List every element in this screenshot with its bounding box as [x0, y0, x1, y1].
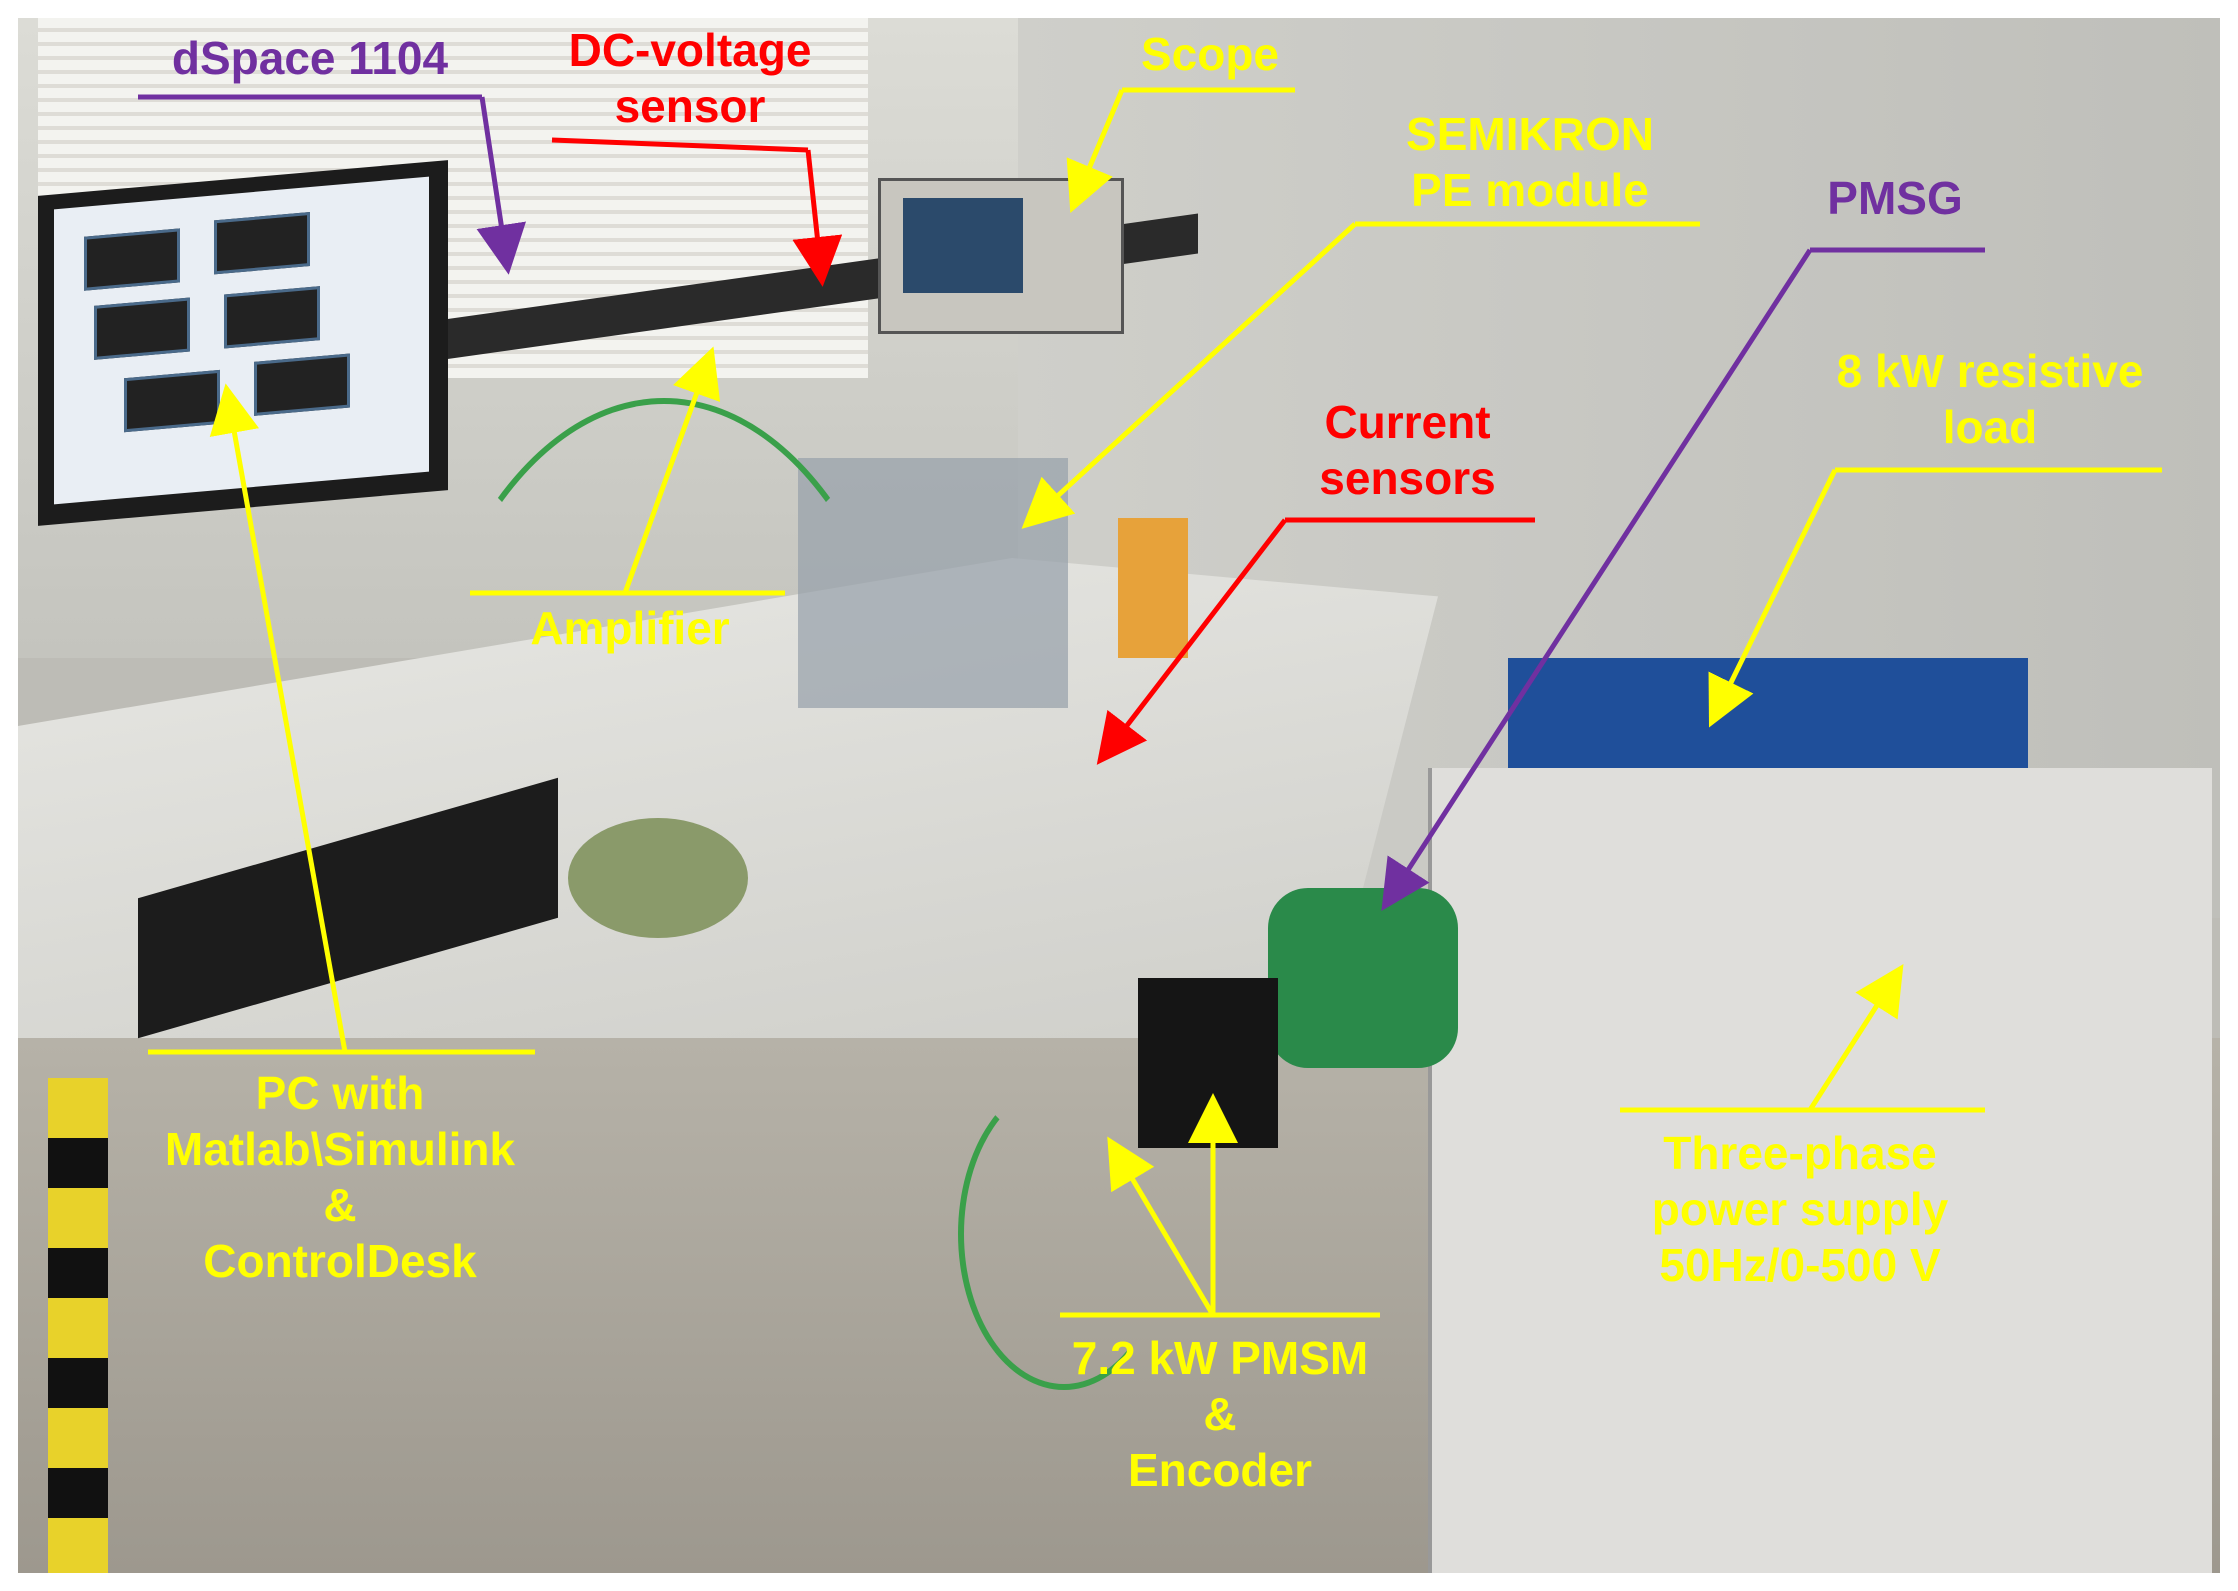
arrow-amplifier: [470, 346, 785, 596]
arrow-pmsm: [1060, 1093, 1380, 1318]
cable: [958, 1078, 1170, 1390]
arrow-pc: [148, 383, 535, 1055]
arrow-dspace: [138, 94, 527, 275]
multimeter: [1118, 518, 1188, 658]
pmsg-motor: [1268, 888, 1458, 1068]
arrow-dc-voltage: [551, 137, 843, 287]
label-scope: Scope: [1140, 28, 1280, 80]
label-dc-voltage-sensor: DC-voltage sensor: [568, 24, 812, 132]
arrow-scope: [1066, 87, 1295, 214]
arrow-resistive-load: [1708, 467, 2162, 728]
label-power-supply: Three-phase power supply 50Hz/0-500 V: [1651, 1127, 1949, 1291]
arrow-semikron: [1021, 221, 1700, 529]
label-current-sensors: Current sensors: [1319, 396, 1496, 504]
arrow-current-sensors: [1096, 517, 1535, 765]
oscilloscope-screen: [903, 198, 1023, 293]
power-supply-cabinet: [1428, 768, 2212, 1573]
label-pc: PC with Matlab\Simulink & ControlDesk: [164, 1067, 516, 1287]
label-pmsm: 7.2 kW PMSM & Encoder: [1071, 1332, 1369, 1496]
label-amplifier: Amplifier: [530, 602, 730, 654]
cable: [398, 398, 930, 1310]
label-pmsg: PMSG: [1827, 172, 1963, 224]
label-semikron: SEMIKRON PE module: [1406, 108, 1654, 216]
arrow-pmsg: [1381, 247, 1985, 911]
arrow-power-supply: [1620, 963, 1985, 1113]
label-dspace: dSpace 1104: [171, 32, 449, 84]
label-resistive-load: 8 kW resistive load: [1836, 345, 2144, 453]
striped-pole: [48, 1078, 108, 1573]
lab-setup-photo: [18, 18, 2220, 1573]
resistive-load-cabinet: [1508, 658, 2028, 788]
